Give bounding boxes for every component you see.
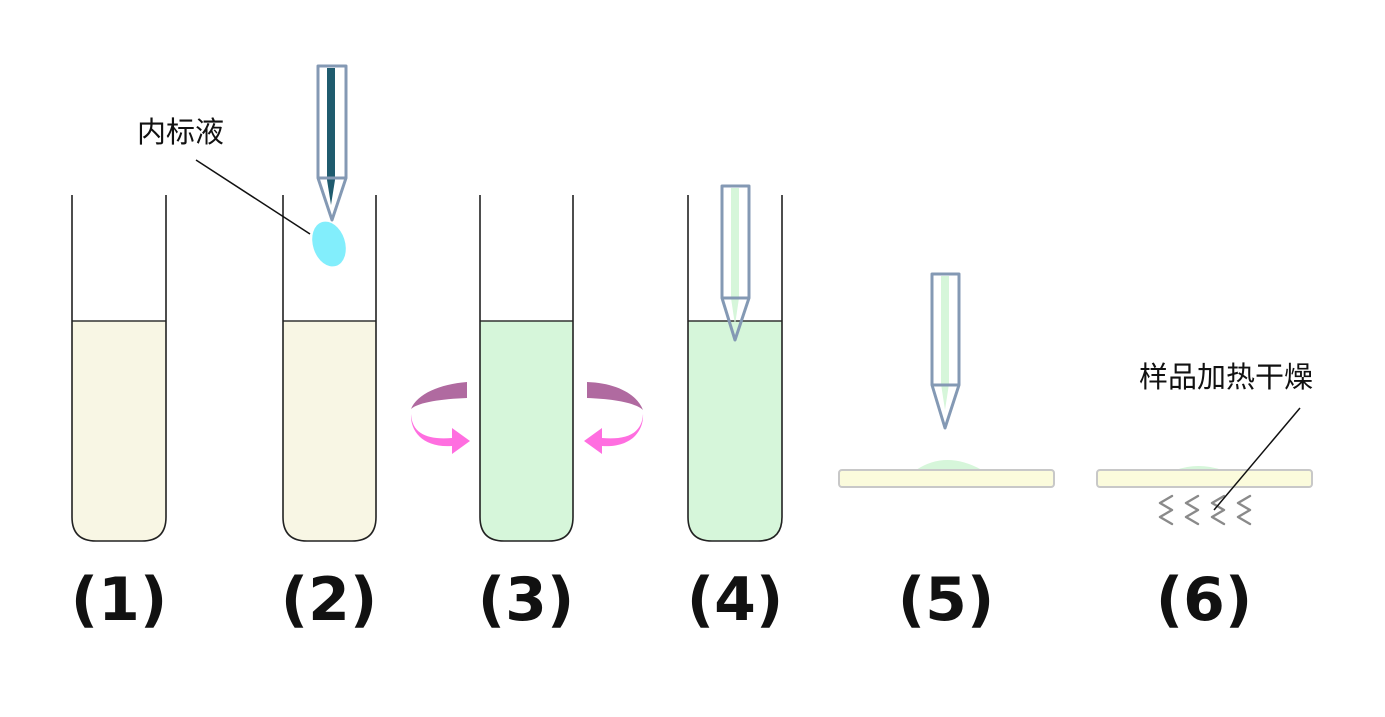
pipette-5-core — [941, 276, 949, 384]
heat-dry-leader — [1213, 407, 1301, 511]
tube-3-glass — [479, 195, 574, 542]
slide-5 — [838, 469, 1055, 488]
internal-standard-leader — [195, 159, 311, 235]
rotate-arrow-right — [584, 382, 644, 454]
pipette-2-tip-core — [327, 180, 335, 205]
heat-dry-label: 样品加热干燥 — [1139, 360, 1313, 394]
rotate-arrow-left-front — [410, 414, 470, 454]
pipette-4-tip-core — [731, 298, 739, 325]
tube-2-liquid — [283, 321, 376, 541]
step-label-6: (6) — [1156, 565, 1253, 635]
pipette-2-body — [316, 64, 348, 222]
step-label-1: (1) — [71, 565, 168, 635]
internal-standard-droplet — [312, 221, 346, 267]
tube-1-liquid — [72, 321, 166, 541]
pipette-5-tip-core — [941, 384, 949, 410]
pipette-dispense — [930, 272, 961, 430]
pipette-internal-standard — [316, 64, 348, 222]
heat-wave-1 — [1158, 494, 1174, 526]
tube-3-liquid — [480, 321, 573, 541]
rotate-arrow-left-back — [411, 382, 467, 409]
rotate-arrow-right-back — [587, 382, 643, 410]
rotate-arrow-right-front — [584, 414, 644, 454]
tube-2-glass — [282, 195, 377, 542]
step-label-4: (4) — [687, 565, 784, 635]
tube-2 — [282, 195, 377, 542]
tube-1-glass — [71, 195, 167, 542]
heat-wave-2 — [1184, 494, 1200, 526]
pipette-4-core — [731, 188, 739, 298]
pipette-2-core — [327, 68, 335, 180]
internal-standard-label: 内标液 — [137, 115, 224, 149]
slide-5-sample-spot — [916, 460, 982, 470]
step-label-2: (2) — [281, 565, 378, 635]
heat-wave-4 — [1236, 494, 1252, 526]
tube-4-glass — [687, 195, 783, 542]
tube-3 — [479, 195, 574, 542]
heat-wave-3 — [1210, 494, 1226, 526]
pipette-4-body — [720, 184, 751, 342]
tube-1 — [71, 195, 167, 542]
pipette-5-body — [930, 272, 961, 430]
step-label-3: (3) — [478, 565, 575, 635]
pipette-mixture — [720, 184, 751, 342]
step-label-5: (5) — [898, 565, 995, 635]
slide-6 — [1096, 469, 1313, 488]
tube-4-liquid — [688, 321, 782, 541]
rotate-arrow-left — [410, 382, 470, 454]
heat-waves — [1158, 494, 1252, 526]
